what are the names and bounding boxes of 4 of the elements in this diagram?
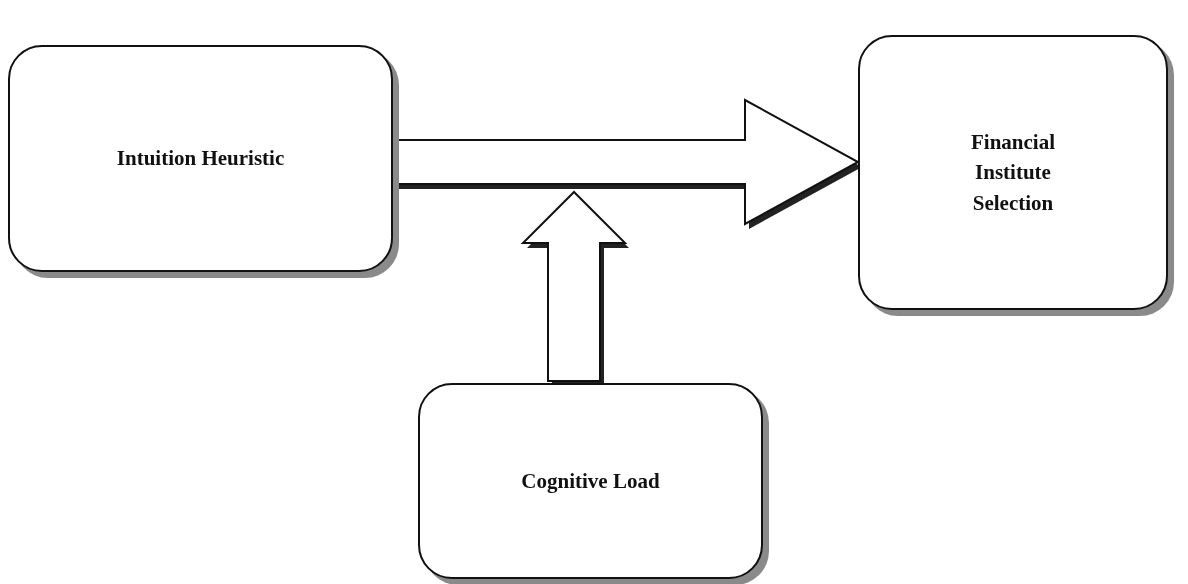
- box-label: Intuition Heuristic: [116, 145, 285, 173]
- box-label: Cognitive Load: [521, 467, 660, 495]
- block-arrow: [520, 190, 629, 386]
- box-label: Financial Institute Selection: [970, 128, 1056, 217]
